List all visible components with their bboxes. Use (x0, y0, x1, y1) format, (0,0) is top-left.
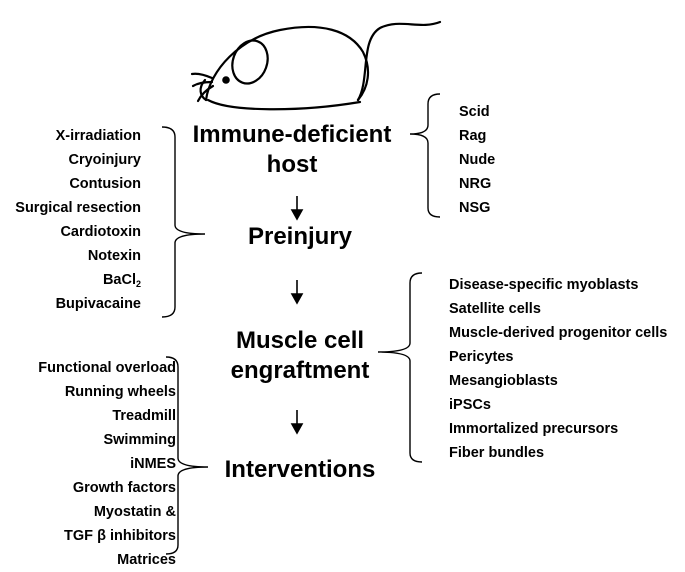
list-item: TGF β inhibitors (64, 528, 176, 544)
list-item: Fiber bundles (449, 445, 545, 461)
list-item: Rag (459, 128, 487, 144)
list-item: Running wheels (64, 384, 176, 400)
list-item: Satellite cells (449, 301, 541, 317)
bacl-label: BaCl (102, 272, 136, 288)
list-item: Functional overload (38, 360, 176, 376)
list-item: X-irradiation (55, 128, 141, 144)
cell-types-list: Disease-specific myoblasts Satellite cel… (449, 273, 667, 465)
list-item: Immortalized precursors (449, 421, 619, 437)
interventions-list: Functional overload Running wheels Tread… (38, 356, 176, 572)
list-item: Disease-specific myoblasts (449, 277, 639, 293)
list-item: Matrices (117, 552, 176, 568)
stage-host-line2: host (266, 151, 318, 178)
stage-engraftment-title: Muscle cell engraftment (180, 326, 420, 386)
list-item: iNMES (130, 456, 176, 472)
stage-host-title: Immune-deficient host (172, 120, 412, 180)
list-item: Scid (459, 104, 490, 120)
list-item: Bupivacaine (55, 296, 141, 312)
list-item: Surgical resection (15, 200, 141, 216)
stage-host-line1: Immune-deficient (192, 121, 392, 148)
list-item: Nude (459, 152, 496, 168)
stage-engraftment-line1: Muscle cell (235, 327, 365, 354)
list-item: Myostatin & (93, 504, 176, 520)
preinjury-bracket (161, 126, 206, 318)
mouse-icon (190, 20, 442, 111)
list-item: BaCl2 (15, 268, 141, 292)
list-item: Contusion (69, 176, 141, 192)
list-item: Growth factors (72, 480, 176, 496)
list-item: NRG (459, 176, 492, 192)
down-arrow-icon (290, 280, 304, 305)
list-item: Cardiotoxin (60, 224, 141, 240)
list-item: Notexin (87, 248, 141, 264)
stage-preinjury-title: Preinjury (247, 223, 353, 250)
interventions-bracket (165, 356, 209, 555)
host-models-bracket (409, 93, 441, 218)
bacl-subscript: 2 (135, 279, 141, 289)
list-item: Mesangioblasts (449, 373, 558, 389)
preinjury-methods-list: X-irradiation Cryoinjury Contusion Surgi… (15, 124, 141, 316)
list-item: Cryoinjury (68, 152, 141, 168)
stage-engraftment-line2: engraftment (230, 357, 370, 384)
mouse-eye-icon (222, 76, 230, 84)
stage-interventions-title: Interventions (224, 456, 376, 483)
list-item: NSG (459, 200, 491, 216)
list-item: Muscle-derived progenitor cells (449, 325, 668, 341)
down-arrow-icon (290, 410, 304, 435)
down-arrow-icon (290, 196, 304, 221)
host-models-list: Scid Rag Nude NRG NSG (459, 100, 495, 220)
list-item: Swimming (103, 432, 176, 448)
list-item: iPSCs (449, 397, 491, 413)
cell-types-bracket (377, 272, 423, 463)
list-item: Pericytes (449, 349, 514, 365)
list-item: Treadmill (112, 408, 176, 424)
